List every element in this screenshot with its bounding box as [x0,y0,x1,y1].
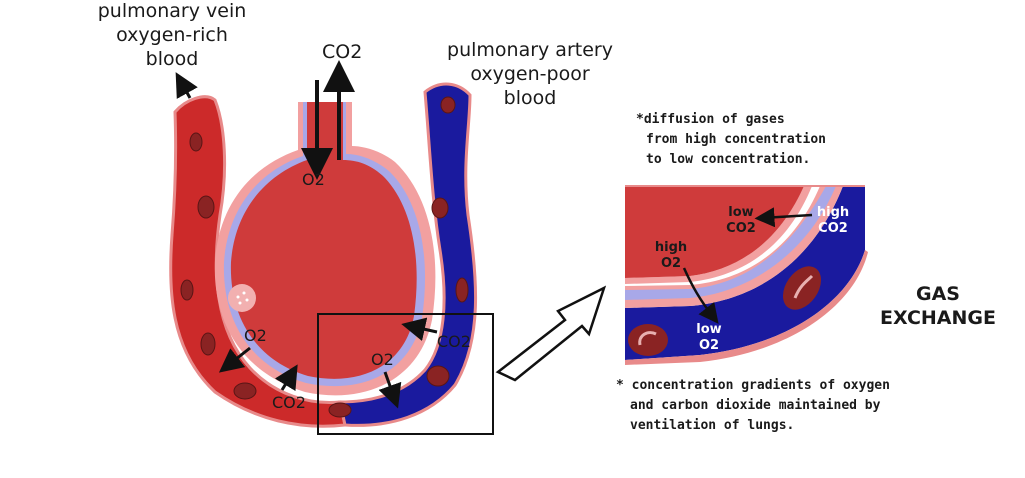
inset-low-co2-label: low CO2 [718,205,764,237]
inset-high-o2-label: high O2 [648,240,694,272]
inset-low-o2-line-1: low [696,322,722,337]
diffusion-note-line-3: to low concentration. [646,152,811,167]
gradients-note-line-3: ventilation of lungs. [630,418,795,433]
inset-low-co2-line-1: low [728,205,754,220]
pulmonary-artery-line-1: pulmonary artery [447,39,613,61]
alveolus-air-space [230,102,417,379]
zoom-region-box [317,313,494,435]
inset-high-o2-line-2: O2 [660,256,682,271]
inset-high-co2-line-2: CO2 [818,221,848,236]
pulmonary-vein-line-3: blood [145,48,199,70]
inset-high-co2-label: high CO2 [810,205,856,237]
inset-high-co2-line-1: high [816,205,850,220]
gradients-note: * concentration gradients of oxygen and … [616,376,890,436]
diffusion-note-line-2: from high concentration [646,132,827,147]
red-blood-cells-artery [426,96,469,387]
gradients-note-line-1: * concentration gradients of oxygen [616,378,890,393]
pulmonary-vein-line-2: oxygen-rich [116,24,228,46]
left-o2-label: O2 [244,326,267,345]
inset-low-co2-line-2: CO2 [726,221,756,236]
inset-low-o2-line-2: O2 [698,338,720,353]
mid-o2-label: O2 [371,350,394,369]
gas-exchange-line-2: EXCHANGE [880,307,996,329]
gradients-note-line-2: and carbon dioxide maintained by [630,398,881,413]
top-o2-label: O2 [302,170,325,189]
gas-exchange-title: GAS EXCHANGE [868,282,1008,330]
top-co2-label: CO2 [322,41,363,63]
mid-co2-label: CO2 [437,332,471,351]
inset-zoom-view [625,185,868,365]
pulmonary-vein-line-1: pulmonary vein [97,0,247,22]
zoom-arrow [495,285,607,382]
gas-exchange-line-1: GAS [916,283,960,305]
inset-low-o2-label: low O2 [686,322,732,354]
left-co2-label: CO2 [272,393,306,412]
pulmonary-artery-capillary [338,82,478,427]
diffusion-note-line-1: *diffusion of gases [636,112,785,127]
red-blood-cells-vein [180,132,352,418]
pulmonary-vein-label: pulmonary vein oxygen-rich blood [92,0,252,71]
pulmonary-artery-label: pulmonary artery oxygen-poor blood [430,38,630,110]
pulmonary-artery-line-3: blood [503,87,557,109]
alveolar-macrophage [228,284,256,312]
pulmonary-artery-line-2: oxygen-poor [470,63,590,85]
diffusion-note: *diffusion of gases from high concentrat… [636,110,826,170]
inset-high-o2-line-1: high [654,240,688,255]
